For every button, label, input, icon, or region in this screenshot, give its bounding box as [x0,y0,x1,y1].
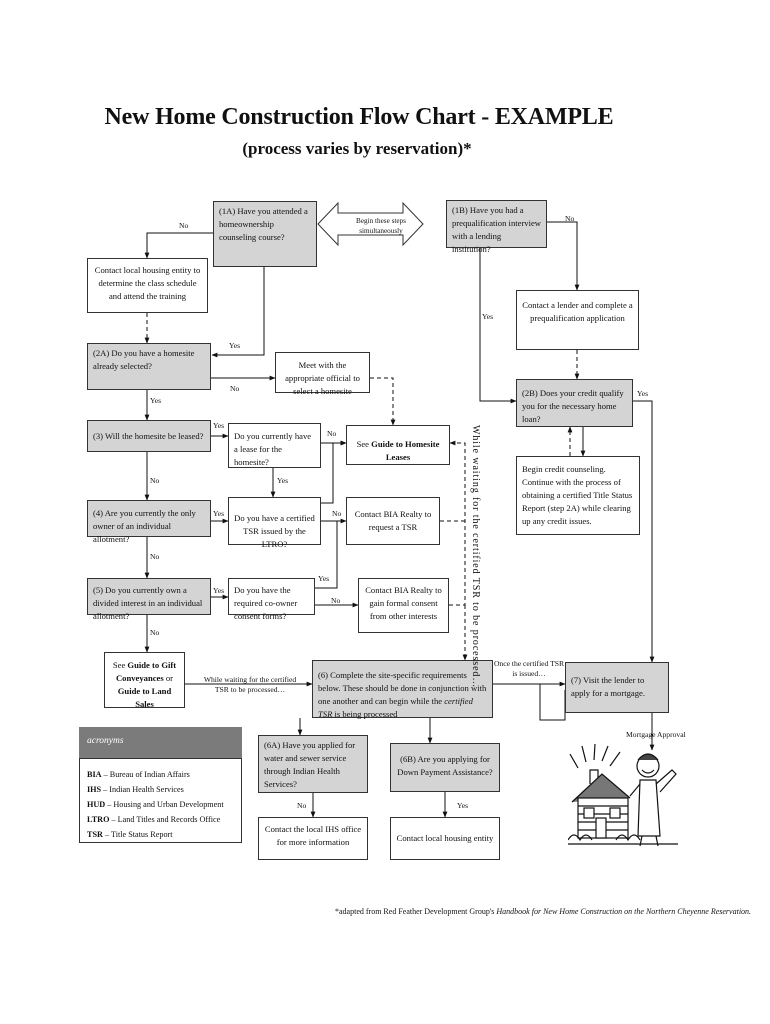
happy-homeowner-house-illustration [568,743,678,847]
step-5-box: (5) Do you currently own a divided inter… [87,578,211,621]
acronym-item: LTRO – Land Titles and Records Office [87,815,221,824]
label-yes-tsr: Yes [318,574,330,583]
source-footnote: *adapted from Red Feather Development Gr… [335,907,751,916]
step-6-text-a: (6) Complete the site-specific requireme… [318,670,487,706]
footnote-prefix: *adapted from Red Feather Development Gr… [335,907,497,916]
contact-ihs-box: Contact the local IHS office for more in… [258,817,368,860]
edge-2b-yes [633,400,655,663]
contact-bia-tsr-box: Contact BIA Realty to request a TSR [346,497,440,545]
label-yes-2b: Yes [637,389,649,398]
contact-housing-box: Contact local housing entity [390,817,500,860]
footnote-italic: Handbook for New Home Construction on th… [496,907,752,916]
label-yes-lease: Yes [277,476,289,485]
step-1b-box: (1B) Have you had a prequalification int… [446,200,547,254]
acronyms-list: BIA – Bureau of Indian Affairs IHS – Ind… [79,758,242,843]
label-no-consent: No [331,596,341,605]
step-6a-box: (6A) Have you applied for water and sewe… [258,735,368,793]
step-6b-box: (6B) Are you applying for Down Payment A… [390,743,500,792]
label-yes-2a: Yes [150,396,162,405]
label-no-4: No [150,552,160,561]
contact-lender-box: Contact a lender and complete a prequali… [516,290,639,350]
label-no-2a: No [230,384,240,393]
step-7-box: (7) Visit the lender to apply for a mort… [565,662,669,713]
step-1a-box: (1A) Have you attended a homeownership c… [213,201,317,267]
contact-bia-consent-box: Contact BIA Realty to gain formal consen… [358,578,449,633]
acronyms-heading: acronyms [79,727,242,758]
tsr-question-box: Do you have a certified TSR issued by th… [228,497,321,549]
acronym-item: BIA – Bureau of Indian Affairs [87,770,190,779]
page-subtitle: (process varies by reservation)* [242,139,472,158]
double-arrow-icon [317,201,424,247]
label-no-6a: No [297,801,307,810]
acronym-item: TSR – Title Status Report [87,830,173,839]
consent-question-box: Do you have the required co-owner consen… [228,578,315,621]
label-waiting-left: While waiting for the certified TSR to b… [203,675,297,694]
step-6-text-italic: certified TSR [318,696,473,719]
label-no-lease: No [327,429,337,438]
step-6-box: (6) Complete the site-specific requireme… [312,660,493,719]
see-guide-leases-box: See Guide to Homesite Leases [346,425,450,465]
label-yes-5: Yes [213,586,225,595]
label-no-1b: No [565,214,575,223]
see-prefix: See [356,439,372,449]
lease-question-box: Do you currently have a lease for the ho… [228,423,321,468]
guide-gift-conveyances-link[interactable]: Guide to Gift Conveyances [115,660,177,683]
label-yes-1a: Yes [229,341,241,350]
label-no-5: No [150,628,160,637]
step-6-text-b: is being processed [332,709,398,719]
page-title: New Home Construction Flow Chart - EXAMP… [104,104,614,130]
label-yes-3: Yes [213,421,225,430]
edge-6-to-7 [493,683,566,721]
vertical-waiting-note: While waiting for the certified TSR to b… [470,425,481,689]
label-no-tsr: No [332,509,342,518]
guide-land-sales-link[interactable]: Guide to Land Sales [117,686,172,709]
edge-official-to-guide [370,377,396,426]
label-yes-4: Yes [213,509,225,518]
edge-consent-yes [315,521,338,589]
step-3-box: (3) Will the homesite be leased? [87,420,211,452]
credit-counseling-box: Begin credit counseling. Continue with t… [516,456,640,535]
label-mortgage-approval: Mortgage Approval [626,730,686,739]
step-4-box: (4) Are you currently the only owner of … [87,500,211,544]
acronym-item: IHS – Indian Health Services [87,785,184,794]
label-once-tsr: Once the certified TSR is issued… [493,659,565,678]
acronym-item: HUD – Housing and Urban Development [87,800,224,809]
edge-tsr-yes [321,440,347,504]
begin-simultaneously-label: Begin these steps simultaneously [356,217,406,235]
edge-1b-yes [479,248,517,404]
edge-1a-yes [211,267,265,358]
label-no-1a: No [179,221,189,230]
edge-bia-feedback [449,440,466,606]
edge-1a-no [144,232,213,259]
step-2a-box: (2A) Do you have a homesite already sele… [87,343,211,390]
gift-or-text: or [163,673,174,683]
meet-official-box: Meet with the appropriate official to se… [275,352,370,396]
label-no-3: No [150,476,160,485]
gift-see-prefix: See [112,660,128,670]
label-yes-1b: Yes [482,312,494,321]
label-yes-6b: Yes [457,801,469,810]
gift-land-guide-box: See Guide to Gift Conveyances or Guide t… [104,652,185,709]
contact-local-box: Contact local housing entity to determin… [87,258,208,313]
guide-homesite-leases-link[interactable]: Guide to Homesite Leases [371,439,440,462]
step-2b-box: (2B) Does your credit qualify you for th… [516,379,633,427]
